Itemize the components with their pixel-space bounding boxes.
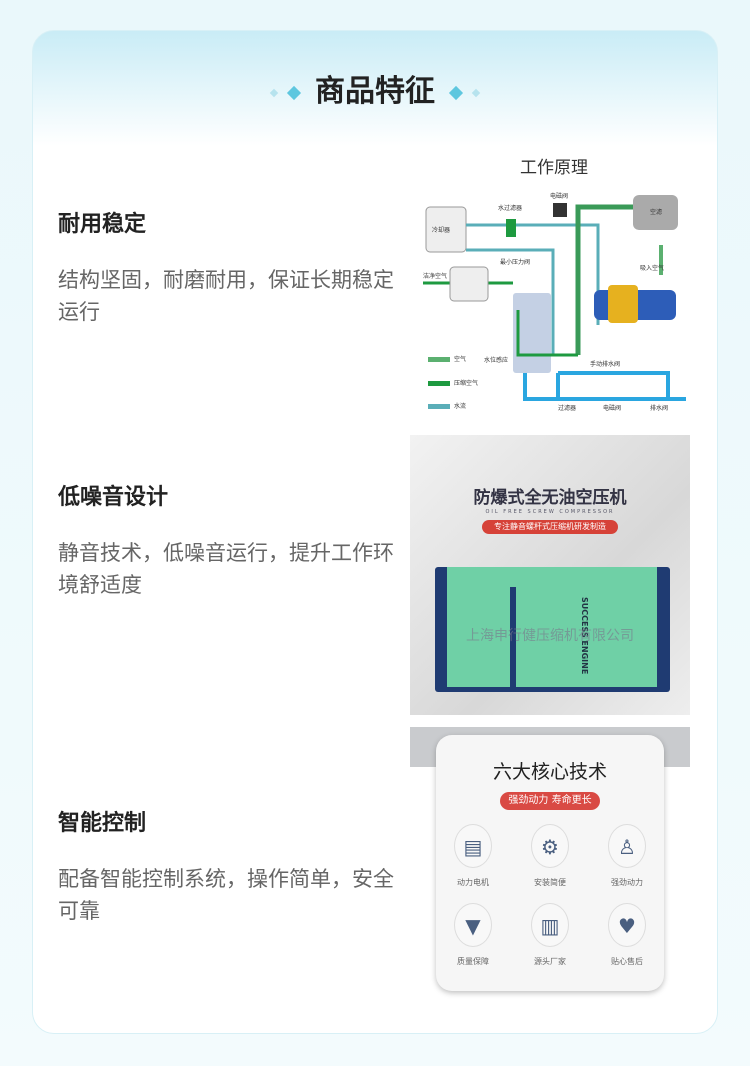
product-title: 防爆式全无油空压机	[473, 488, 627, 508]
diamond-icon	[286, 85, 301, 100]
section-title-text: 商品特征	[315, 74, 435, 109]
feature-desc: 配备智能控制系统，操作简单，安全可靠	[58, 867, 394, 923]
brand-label: SUCCESS ENGINE	[580, 597, 589, 675]
diamond-icon	[269, 88, 278, 97]
gear-icon: ⚙	[531, 824, 569, 868]
label-solenoid: 电磁阀	[550, 193, 569, 200]
feature-title: 智能控制	[58, 811, 147, 836]
shield-icon: ▼	[454, 903, 492, 947]
label-clean-air: 洁净空气	[423, 273, 448, 280]
feature-desc: 静音技术，低噪音运行，提升工作环境舒适度	[58, 541, 394, 597]
tech-item-label: 贴心售后	[611, 957, 643, 966]
heart-icon: ♥	[608, 903, 646, 947]
product-badge: 专注静音螺杆式压缩机研发制造	[482, 520, 618, 534]
label-level: 水位感应	[484, 357, 509, 364]
watermark: 上海申行健压缩机有限公司	[466, 628, 634, 644]
product-image: 防爆式全无油空压机 OIL FREE SCREW COMPRESSOR 专注静音…	[410, 435, 690, 715]
diamond-icon	[472, 88, 481, 97]
tech-item-label: 动力电机	[457, 878, 489, 887]
feature-durable: 耐用稳定结构坚固，耐磨耐用，保证长期稳定运行	[58, 206, 398, 328]
label-intake: 吸入空气	[640, 265, 665, 272]
core-tech-image: 六大核心技术 强劲动力 寿命更长 ▤ 动力电机 ⚙ 安装简便 ♙ 强劲动力 ▼ 质量保障 ▥ 源头…	[410, 727, 690, 1007]
tech-item-label: 质量保障	[457, 957, 489, 966]
product-subtitle: OIL FREE SCREW COMPRESSOR	[485, 509, 615, 515]
feature-low-noise: 低噪音设计静音技术，低噪音运行，提升工作环境舒适度	[58, 479, 398, 601]
power-icon: ♙	[608, 824, 646, 868]
label-solenoid-2: 电磁阀	[603, 405, 622, 412]
legend-air: 空气	[454, 356, 467, 363]
label-manual-valve: 手动排水阀	[590, 361, 621, 368]
diagram-title: 工作原理	[520, 158, 588, 178]
feature-desc: 结构坚固，耐磨耐用，保证长期稳定运行	[58, 268, 394, 324]
motor-icon: ▤	[454, 824, 492, 868]
label-cooler: 冷却器	[432, 227, 451, 234]
tech-item-label: 安装简便	[534, 878, 566, 887]
label-filter: 过滤器	[558, 405, 577, 412]
diamond-icon	[449, 85, 464, 100]
label-air-filter: 空滤	[650, 209, 663, 216]
label-water-filter: 水过滤器	[498, 205, 523, 212]
compressor-body: SUCCESS ENGINE	[435, 567, 670, 692]
working-principle-diagram: 工作原理 空气 压缩空气 水流 冷却器 水过滤器 电磁阀 空滤 洁净空气 最小压…	[418, 145, 690, 417]
legend-water: 水流	[454, 403, 467, 410]
tech-badge: 强劲动力 寿命更长	[500, 792, 600, 810]
section-title: 商品特征	[0, 66, 750, 110]
building-icon: ▥	[531, 903, 569, 947]
tech-item-label: 强劲动力	[611, 878, 643, 887]
tech-item-label: 源头厂家	[534, 957, 566, 966]
feature-smart-control: 智能控制配备智能控制系统，操作简单，安全可靠	[58, 805, 398, 927]
diagram-pipes	[423, 195, 686, 409]
label-min-valve: 最小压力阀	[500, 259, 531, 266]
label-drain: 排水阀	[650, 405, 669, 412]
feature-title: 耐用稳定	[58, 212, 147, 237]
legend-compressed-air: 压缩空气	[454, 380, 479, 387]
feature-title: 低噪音设计	[58, 485, 169, 510]
tech-title: 六大核心技术	[492, 761, 607, 783]
